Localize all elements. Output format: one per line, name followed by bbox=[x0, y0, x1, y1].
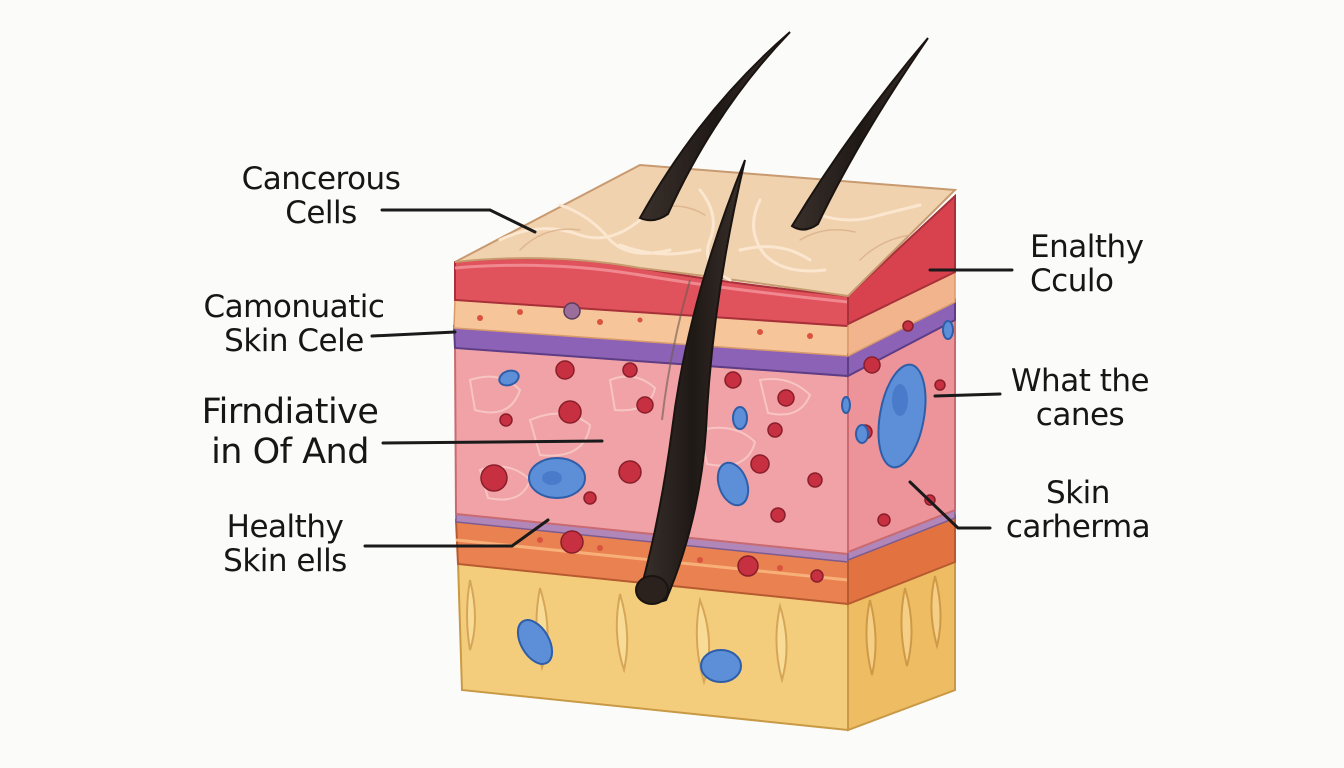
leader-skin-carherma bbox=[908, 480, 992, 530]
leader-firndiative bbox=[381, 439, 604, 445]
label-skin-carherma-line1: Skin bbox=[1046, 475, 1110, 511]
leader-healthy bbox=[363, 518, 550, 548]
label-skin-carherma: Skin carherma bbox=[996, 476, 1160, 544]
label-healthy-line2: Skin ells bbox=[223, 543, 347, 579]
hairs bbox=[635, 31, 929, 605]
label-cancerous-cells-line1: Cancerous bbox=[241, 161, 401, 197]
label-healthy-line1: Healthy bbox=[226, 509, 344, 545]
label-enalthy-line2: Cculo bbox=[1030, 263, 1114, 299]
label-what-the-canes: What the canes bbox=[1000, 364, 1160, 432]
label-firndiative-line2: in Of And bbox=[211, 432, 369, 472]
label-what-the-line2: canes bbox=[1035, 397, 1125, 433]
leader-what-the bbox=[933, 392, 1002, 398]
label-what-the-line1: What the bbox=[1010, 363, 1150, 399]
label-camonuatic-line1: Camonuatic bbox=[203, 289, 385, 325]
red-cells bbox=[480, 320, 946, 583]
blue-cells bbox=[498, 320, 954, 683]
dermis-cells bbox=[480, 320, 954, 683]
front-face bbox=[452, 257, 849, 732]
label-enalthy-line1: Enalthy bbox=[1030, 229, 1144, 265]
label-camonuatic-skin: Camonuatic Skin Cele bbox=[196, 290, 392, 358]
label-cancerous-cells: Cancerous Cells bbox=[236, 162, 406, 230]
hair-bulb bbox=[635, 575, 669, 605]
label-healthy-skin-cells: Healthy Skin ells bbox=[210, 510, 360, 578]
label-skin-carherma-line2: carherma bbox=[1005, 509, 1151, 545]
red-band-side bbox=[847, 193, 956, 326]
label-enalthy-cculo: Enalthy Cculo bbox=[1030, 230, 1180, 298]
label-firndiative-line1: Firndiative bbox=[201, 392, 379, 432]
hair-center-shaft bbox=[638, 159, 746, 603]
leader-cancerous bbox=[380, 208, 537, 234]
label-firndiative: Firndiative in Of And bbox=[190, 392, 390, 472]
hair-left bbox=[638, 31, 791, 222]
label-camonuatic-line2: Skin Cele bbox=[224, 323, 364, 359]
leader-lines bbox=[363, 208, 1014, 548]
hair-right bbox=[790, 37, 929, 231]
label-cancerous-cells-line2: Cells bbox=[285, 195, 357, 231]
leader-camonuatic bbox=[370, 330, 457, 338]
